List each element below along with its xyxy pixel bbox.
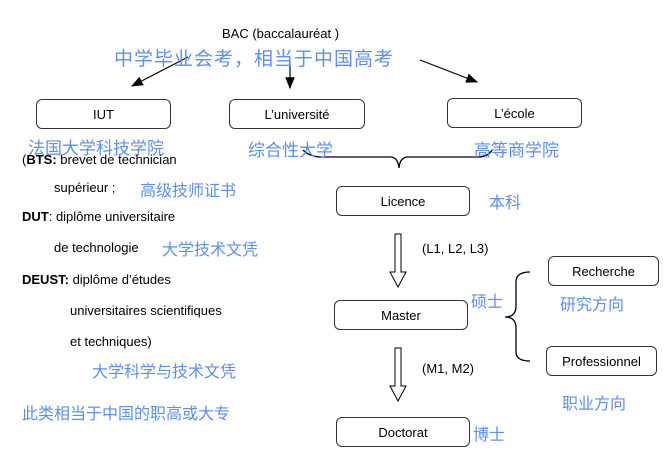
master-cn: 硕士 (471, 292, 504, 311)
licence-cn: 本科 (489, 193, 522, 212)
doctorat-label: Doctorat (378, 424, 428, 440)
recherche-cn: 研究方向 (560, 295, 625, 314)
box-professionnel: Professionnel (546, 346, 657, 376)
bac-title-cn: 中学毕业会考，相当于中国高考 (114, 48, 395, 70)
bts-line1: (BTS: brevet de technician (22, 152, 177, 167)
dut-abbr: DUT (22, 209, 49, 224)
master-years: (M1, M2) (422, 361, 474, 376)
box-iut-label: IUT (93, 106, 114, 122)
box-recherche: Recherche (548, 256, 659, 286)
licence-label: Licence (380, 193, 426, 209)
professionnel-label: Professionnel (562, 353, 641, 369)
paren-open: ( (22, 152, 27, 167)
deust-line2: universitaires scientifiques (70, 303, 222, 318)
box-licence: Licence (336, 186, 470, 216)
box-iut: IUT (36, 99, 171, 129)
dut-line1: DUT: diplôme universitaire (22, 209, 175, 224)
ecole-cn: 高等商学院 (474, 141, 559, 161)
master-label: Master (381, 307, 421, 323)
bac-title: BAC (baccalauréat ) (222, 26, 340, 41)
box-ecole: L’école (447, 98, 582, 128)
dut-text: : diplôme universitaire (48, 209, 176, 224)
bts-abbr: BTS: (26, 152, 57, 167)
recherche-label: Recherche (572, 263, 635, 279)
deust-abbr: DEUST: (22, 272, 69, 287)
deust-line3: et techniques) (70, 334, 152, 349)
box-ecole-label: L’école (494, 105, 535, 121)
box-universite: L’université (229, 99, 365, 129)
dut-cn: 大学技术文凭 (162, 240, 259, 259)
deust-text: diplôme d’études (68, 272, 171, 287)
doctorat-cn: 博士 (473, 425, 506, 444)
arrow-bac-to-ecole (419, 59, 479, 83)
box-universite-label: L’université (264, 106, 330, 122)
box-doctorat: Doctorat (336, 417, 470, 447)
bts-text: brevet de technician (56, 152, 177, 167)
licence-years: (L1, L2, L3) (422, 241, 489, 256)
box-master: Master (334, 300, 468, 330)
deust-cn: 大学科学与技术文凭 (92, 362, 237, 381)
bts-line2: supérieur ; (54, 180, 116, 195)
bts-cn: 高级技师证书 (140, 181, 237, 200)
hollow-arrow-master-doctorat (389, 347, 407, 403)
brace-master-tracks (504, 271, 531, 362)
professionnel-cn: 职业方向 (562, 394, 627, 413)
summary-cn: 此类相当于中国的职高或大专 (22, 404, 231, 423)
brace-licence (302, 149, 493, 169)
arrow-bac-to-iut (130, 56, 189, 87)
hollow-arrow-licence-master (389, 233, 407, 289)
deust-line1: DEUST: diplôme d’études (22, 272, 171, 287)
iut-cn: 法国大学科技学院 (28, 139, 164, 159)
universite-cn: 综合性大学 (248, 141, 333, 161)
dut-line2: de technologie (54, 240, 139, 255)
